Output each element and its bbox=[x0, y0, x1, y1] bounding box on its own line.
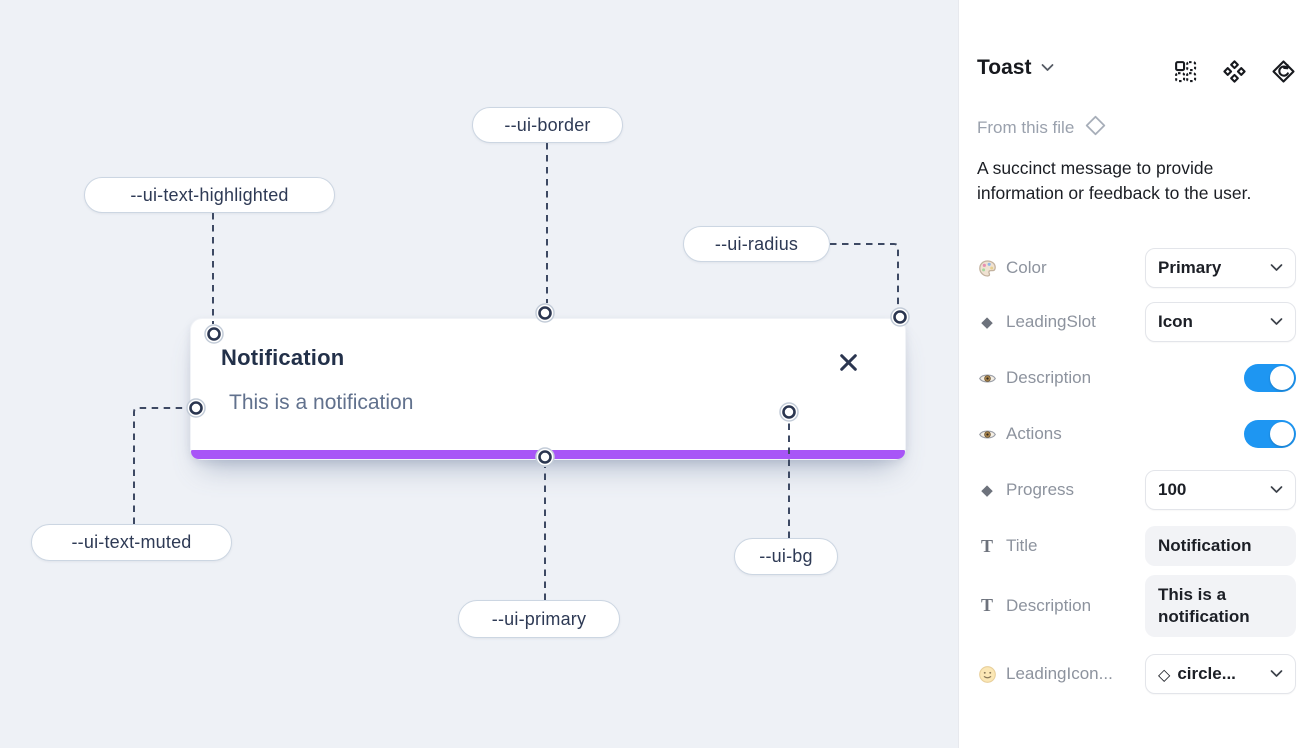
dash-line-radius bbox=[830, 243, 899, 307]
chevron-down-icon bbox=[1041, 59, 1054, 77]
token-label-ui-text-muted[interactable]: --ui-text-muted bbox=[31, 524, 232, 561]
actions-toggle[interactable] bbox=[1244, 420, 1296, 448]
property-row-actions: Actions bbox=[977, 420, 1296, 448]
eye-icon bbox=[977, 369, 997, 388]
token-label-ui-bg[interactable]: --ui-bg bbox=[734, 538, 838, 575]
progress-select[interactable]: 100 bbox=[1145, 470, 1296, 510]
eye-icon bbox=[977, 425, 997, 444]
property-label: LeadingSlot bbox=[1006, 312, 1096, 331]
palette-icon bbox=[977, 259, 997, 278]
text-icon: T bbox=[980, 595, 993, 615]
toast-progress-bar bbox=[191, 450, 905, 459]
token-label-ui-text-highlighted[interactable]: --ui-text-highlighted bbox=[84, 177, 335, 213]
property-label: Color bbox=[1006, 258, 1047, 277]
token-label-ui-primary[interactable]: --ui-primary bbox=[458, 600, 620, 638]
property-row-color: Color Primary bbox=[977, 248, 1296, 288]
diamond-swap-icon bbox=[1271, 59, 1296, 87]
toast-preview[interactable]: Notification This is a notification bbox=[190, 318, 906, 460]
toast-close-button[interactable] bbox=[835, 351, 861, 377]
toast-description: This is a notification bbox=[229, 391, 414, 414]
chevron-down-icon bbox=[1270, 665, 1283, 683]
toggle-knob bbox=[1270, 366, 1294, 390]
chevron-down-icon bbox=[1270, 259, 1283, 277]
property-row-leadingslot: ◆ LeadingSlot Icon bbox=[977, 302, 1296, 342]
property-label: Actions bbox=[1006, 424, 1062, 443]
toggle-knob bbox=[1270, 422, 1294, 446]
dash-line-text-muted bbox=[133, 407, 186, 524]
property-row-description: Description bbox=[977, 364, 1296, 392]
source-label: From this file bbox=[977, 118, 1075, 137]
token-label-ui-border[interactable]: --ui-border bbox=[472, 107, 623, 143]
title-input[interactable]: Notification bbox=[1145, 525, 1296, 567]
diamond-icon: ◆ bbox=[981, 313, 993, 331]
source-row: From this file bbox=[977, 114, 1107, 142]
diamond-outline-icon bbox=[1084, 114, 1107, 142]
chevron-down-icon bbox=[1270, 313, 1283, 331]
diamond-icon: ◆ bbox=[981, 481, 993, 499]
leadingslot-select[interactable]: Icon bbox=[1145, 302, 1296, 342]
color-select[interactable]: Primary bbox=[1145, 248, 1296, 288]
dashed-grid-button[interactable] bbox=[1172, 60, 1198, 86]
component-selector[interactable]: Toast bbox=[977, 56, 1054, 80]
description-input[interactable]: This is a notification bbox=[1145, 575, 1296, 638]
progress-select-value: 100 bbox=[1158, 480, 1187, 499]
property-label: Description bbox=[1006, 595, 1092, 615]
component-name: Toast bbox=[977, 56, 1032, 79]
component-description: A succinct message to provide informatio… bbox=[977, 158, 1252, 203]
property-row-progress: ◆ Progress 100 bbox=[977, 470, 1296, 510]
property-label: Description bbox=[1006, 368, 1092, 387]
toast-title: Notification bbox=[221, 345, 345, 370]
text-icon: T bbox=[980, 535, 993, 556]
diamond-outline-icon: ◇ bbox=[1158, 664, 1171, 684]
close-icon bbox=[838, 352, 859, 376]
four-diamonds-button[interactable] bbox=[1221, 60, 1247, 86]
four-diamonds-icon bbox=[1222, 59, 1247, 87]
property-label: LeadingIcon... bbox=[1006, 664, 1113, 683]
dashed-grid-icon bbox=[1173, 59, 1198, 87]
header-toolbar bbox=[1172, 60, 1296, 86]
description-toggle[interactable] bbox=[1244, 364, 1296, 392]
property-row-leadingicon: LeadingIcon... ◇ circle... bbox=[977, 654, 1296, 694]
smiley-icon bbox=[977, 665, 997, 684]
leadingslot-select-value: Icon bbox=[1158, 312, 1193, 331]
color-select-value: Primary bbox=[1158, 258, 1222, 277]
leadingicon-select-value: circle... bbox=[1177, 664, 1236, 683]
diamond-swap-button[interactable] bbox=[1270, 60, 1296, 86]
property-row-description-text: T Description This is a notification bbox=[977, 575, 1296, 643]
chevron-down-icon bbox=[1270, 481, 1283, 499]
property-row-title: T Title Notification bbox=[977, 525, 1296, 567]
property-label: Title bbox=[1006, 536, 1038, 555]
property-label: Progress bbox=[1006, 480, 1075, 499]
properties-panel: Toast bbox=[958, 0, 1312, 748]
leadingicon-select[interactable]: ◇ circle... bbox=[1145, 654, 1296, 694]
canvas: Notification This is a notification bbox=[31, 107, 910, 638]
token-label-ui-radius[interactable]: --ui-radius bbox=[683, 226, 830, 262]
